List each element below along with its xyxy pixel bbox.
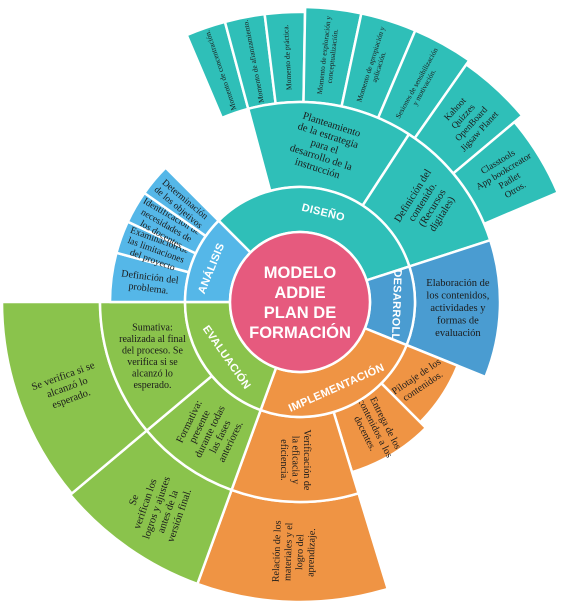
phase-label-desarrollo: DESARROLLO: [389, 269, 404, 350]
phase-ring: DISEÑODESARROLLOIMPLEMENTACIÓNEVALUACIÓN…: [183, 185, 417, 419]
middle-ring: Planteamientode la estrategiapara eldesa…: [98, 100, 502, 504]
center-title-line-3: PLAN DE: [264, 304, 336, 322]
segment-text-evaluacion-7-line: realizada al final: [119, 334, 186, 345]
outer-text-diseno-2: Momento de práctica.: [281, 24, 293, 90]
segment-text-desarrollo-2-line: los contenidos,: [426, 291, 489, 302]
segment-text-evaluacion-7-line: esperado.: [133, 380, 171, 391]
segment-text-evaluacion-7-line: verifica si se: [127, 357, 178, 368]
outer-text-implementacion-8-line: logro del: [294, 534, 306, 570]
segment-text-desarrollo-2-line: actividades y: [430, 303, 486, 314]
segment-text-implementacion-5-line: Verificación de: [301, 430, 312, 491]
center-title-line-4: FORMACIÓN: [249, 323, 351, 342]
outer-text-implementacion-8-line: Relación de los: [271, 520, 284, 582]
segment-text-implementacion-5: Verificación dela eficacia yeficiencia.: [278, 430, 312, 491]
outer-text-implementacion-8-line: materiales y el: [282, 522, 295, 581]
center-title-line-1: MODELO: [264, 264, 337, 282]
center-title-line-2: ADDIE: [274, 284, 325, 302]
outer-text-diseno-2-line: Momento de práctica.: [281, 24, 293, 90]
segment-text-analisis-8: Definición delproblema.: [119, 268, 179, 297]
segment-text-implementacion-5-line: la eficacia y: [289, 436, 300, 484]
segment-text-desarrollo-2: Elaboración de los contenidos,actividades…: [426, 278, 490, 339]
segment-text-analisis-8-line: problema.: [128, 281, 169, 297]
outer-text-implementacion-8-line: aprendizaje.: [305, 528, 318, 577]
segment-text-implementacion-5-line: eficiencia.: [278, 439, 289, 480]
segment-text-evaluacion-7-line: alcanzó lo: [132, 368, 173, 379]
segment-text-desarrollo-2-line: formas de: [437, 316, 479, 327]
center-hub: MODELO ADDIE PLAN DE FORMACIÓN: [228, 230, 372, 374]
segment-text-desarrollo-2-line: evaluación: [435, 328, 481, 339]
segment-text-desarrollo-2-line: Elaboración de: [426, 278, 490, 289]
segment-text-evaluacion-7-line: Sumativa:: [132, 322, 173, 333]
center-circle: [228, 230, 372, 374]
outer-text-evaluacion-9-line: Se: [128, 493, 142, 507]
outer-text-evaluacion-9: Severifican loslogros y ajustesantes de …: [119, 468, 196, 549]
segment-text-evaluacion-7-line: del proceso. Se: [122, 345, 183, 356]
outer-text-implementacion-8: Relación de losmateriales y ellogro dela…: [271, 520, 319, 583]
